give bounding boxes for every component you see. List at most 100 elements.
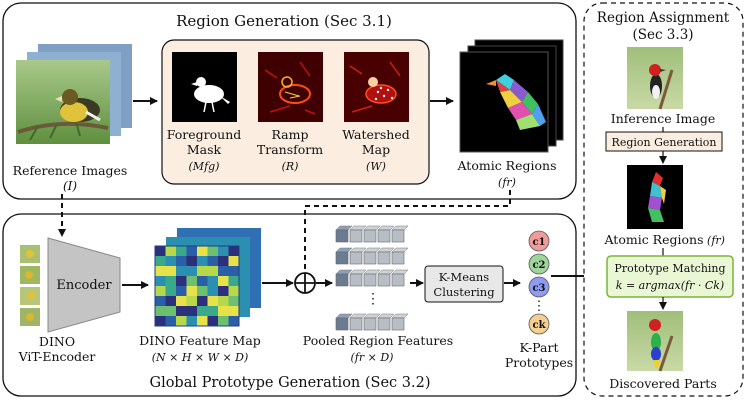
feature-map-cell bbox=[155, 256, 166, 266]
pooled-dims: (fr × D) bbox=[351, 351, 394, 364]
feature-map-cell bbox=[165, 276, 176, 286]
prototype-c3: c3 bbox=[528, 276, 550, 298]
pooled-region-features bbox=[335, 225, 409, 331]
feature-map-cell bbox=[165, 306, 176, 316]
feature-map-cell bbox=[176, 276, 187, 286]
pooling-operator bbox=[294, 272, 316, 294]
feature-map-cell bbox=[165, 286, 176, 296]
feature-map-cell bbox=[155, 316, 166, 326]
global-prototype-panel bbox=[2, 213, 577, 397]
watershed-line2: Map bbox=[362, 142, 390, 157]
prototype-ellipsis: ⋮ bbox=[533, 299, 546, 314]
feature-map-cell bbox=[176, 316, 187, 326]
ramp-symbol: (R) bbox=[282, 160, 299, 173]
feature-map-cell bbox=[186, 246, 197, 256]
region-feature-cube bbox=[391, 229, 405, 243]
kpart-line2: Prototypes bbox=[505, 355, 573, 370]
feature-map-cell bbox=[207, 276, 218, 286]
kmeans-box bbox=[424, 265, 504, 303]
watershed-line1: Watershed bbox=[342, 127, 409, 142]
region-feature-cube bbox=[391, 317, 405, 331]
watershed-map-image bbox=[344, 52, 409, 122]
global-prototype-title: Global Prototype Generation (Sec 3.2) bbox=[149, 375, 430, 391]
foreground-mask-line2: Mask bbox=[187, 142, 222, 157]
feature-map-cell bbox=[197, 316, 208, 326]
prototype-c2: c2 bbox=[528, 253, 550, 275]
region-feature-cube bbox=[377, 229, 391, 243]
feature-map-cell bbox=[218, 276, 229, 286]
feature-map-cell bbox=[155, 286, 166, 296]
pooled-ellipsis: ⋮ bbox=[366, 291, 380, 307]
atomic-regions-symbol: (fr) bbox=[498, 176, 516, 189]
feature-map-cell bbox=[228, 316, 239, 326]
prototype-matching-box bbox=[606, 255, 734, 298]
region-feature-cube bbox=[349, 273, 363, 287]
watershed-symbol: (W) bbox=[366, 160, 386, 173]
region-generation-box bbox=[605, 131, 723, 152]
region-feature-cube bbox=[363, 229, 377, 243]
region-feature-cube bbox=[377, 317, 391, 331]
feature-map-cell bbox=[165, 266, 176, 276]
kpart-line1: K-Part bbox=[520, 340, 559, 355]
prototype-matching-line2: k = argmax(fr · Ck) bbox=[616, 279, 724, 292]
prototype-ck-label: ck bbox=[532, 320, 546, 331]
feature-map-cell bbox=[155, 266, 166, 276]
region-feature-cube bbox=[335, 317, 349, 331]
feature-map-cell bbox=[176, 256, 187, 266]
region-feature-cube bbox=[377, 251, 391, 265]
dino-line1: DINO bbox=[39, 334, 75, 349]
dashed-line-atomic-to-pool bbox=[304, 190, 511, 270]
reference-images-stack bbox=[16, 44, 132, 144]
kmeans-line1: K-Means bbox=[439, 270, 489, 284]
region-feature-cube bbox=[391, 251, 405, 265]
kmeans-line2: Clustering bbox=[433, 285, 495, 299]
region-assignment-title-line2: (Sec 3.3) bbox=[632, 27, 693, 43]
feature-map-cell bbox=[186, 286, 197, 296]
feature-map-cell bbox=[176, 266, 187, 276]
feature-map-stack bbox=[154, 228, 261, 327]
feature-map-cell bbox=[186, 316, 197, 326]
feature-map-cell bbox=[176, 246, 187, 256]
feature-map-cell bbox=[207, 256, 218, 266]
feature-map-cell bbox=[155, 276, 166, 286]
feature-map-cell bbox=[186, 296, 197, 306]
discovered-label: Discovered Parts bbox=[609, 376, 716, 391]
region-feature-cube bbox=[349, 317, 363, 331]
region-feature-cube bbox=[335, 273, 349, 287]
region-feature-cube bbox=[363, 251, 377, 265]
feature-map-cell bbox=[176, 306, 187, 316]
atomic-regions-label: Atomic Regions bbox=[457, 158, 557, 173]
encoder-block bbox=[47, 237, 121, 333]
feature-map-cell bbox=[165, 246, 176, 256]
feature-map-label: DINO Feature Map bbox=[139, 333, 261, 348]
feature-map-cell bbox=[197, 256, 208, 266]
region-feature-cube bbox=[391, 273, 405, 287]
feature-map-cell bbox=[207, 306, 218, 316]
feature-map-cell bbox=[197, 246, 208, 256]
encoder-label: Encoder bbox=[56, 278, 112, 293]
feature-map-cell bbox=[228, 246, 239, 256]
feature-map-cell bbox=[218, 316, 229, 326]
feature-map-cell bbox=[218, 306, 229, 316]
feature-map-dims: (N × H × W × D) bbox=[152, 351, 249, 364]
pooled-label: Pooled Region Features bbox=[303, 333, 453, 348]
region-generation-box-label: Region Generation bbox=[612, 136, 717, 149]
feature-map-cell bbox=[155, 246, 166, 256]
reference-images-label: Reference Images bbox=[13, 163, 128, 178]
assignment-atomic-label: Atomic Regions bbox=[604, 232, 704, 247]
feature-map-cell bbox=[207, 266, 218, 276]
foreground-mask-line1: Foreground bbox=[167, 127, 242, 142]
ramp-line1: Ramp bbox=[271, 127, 308, 142]
region-feature-cube bbox=[335, 251, 349, 265]
prototype-c3-label: c3 bbox=[532, 283, 545, 294]
prototype-ck: ck bbox=[528, 313, 550, 335]
input-thumbnails bbox=[20, 245, 40, 326]
feature-map-cell bbox=[176, 296, 187, 306]
feature-map-cell bbox=[228, 306, 239, 316]
feature-map-cell bbox=[218, 246, 229, 256]
feature-map-cell bbox=[207, 296, 218, 306]
region-feature-cube bbox=[349, 251, 363, 265]
feature-map-cell bbox=[218, 256, 229, 266]
